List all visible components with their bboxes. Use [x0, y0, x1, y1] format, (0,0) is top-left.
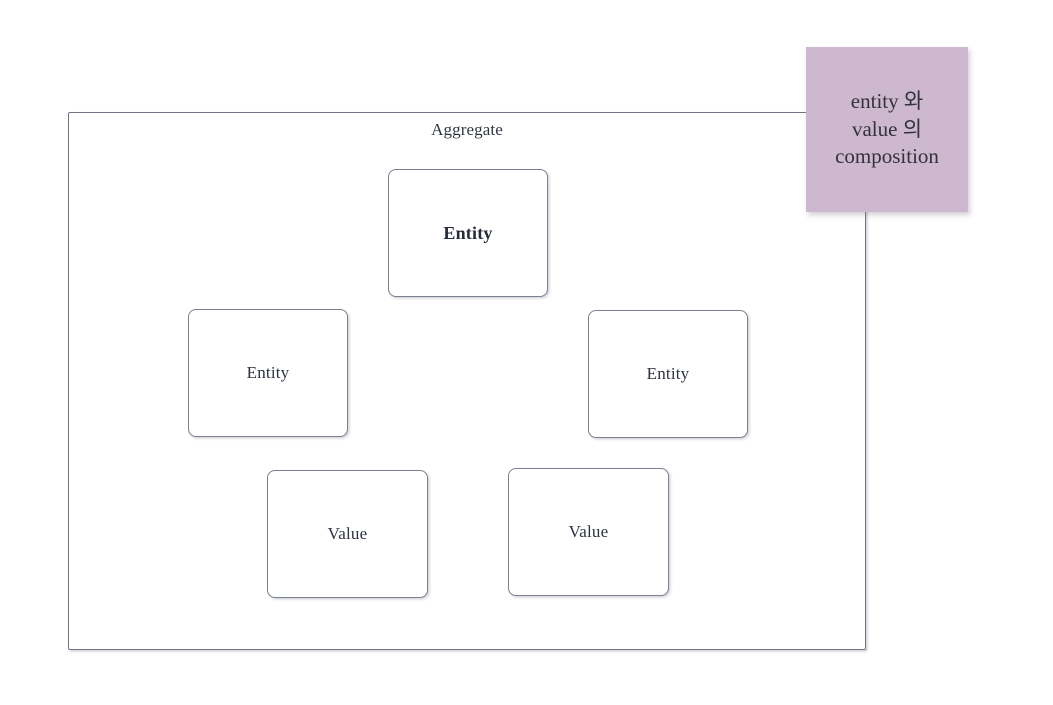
node-value-right-label: Value	[568, 522, 609, 541]
node-value-right[interactable]: Value	[508, 468, 669, 596]
sticky-note[interactable]: entity 와 value 의 composition	[806, 47, 968, 212]
sticky-note-text: entity 와 value 의 composition	[835, 88, 939, 169]
node-value-left[interactable]: Value	[267, 470, 428, 598]
node-entity-right-label: Entity	[646, 364, 690, 383]
node-entity-root[interactable]: Entity	[388, 169, 548, 297]
node-entity-root-label: Entity	[443, 222, 493, 243]
node-entity-left[interactable]: Entity	[188, 309, 348, 437]
aggregate-label: Aggregate	[431, 120, 503, 139]
node-entity-left-label: Entity	[246, 363, 290, 382]
node-value-left-label: Value	[327, 524, 368, 543]
node-entity-right[interactable]: Entity	[588, 310, 748, 438]
